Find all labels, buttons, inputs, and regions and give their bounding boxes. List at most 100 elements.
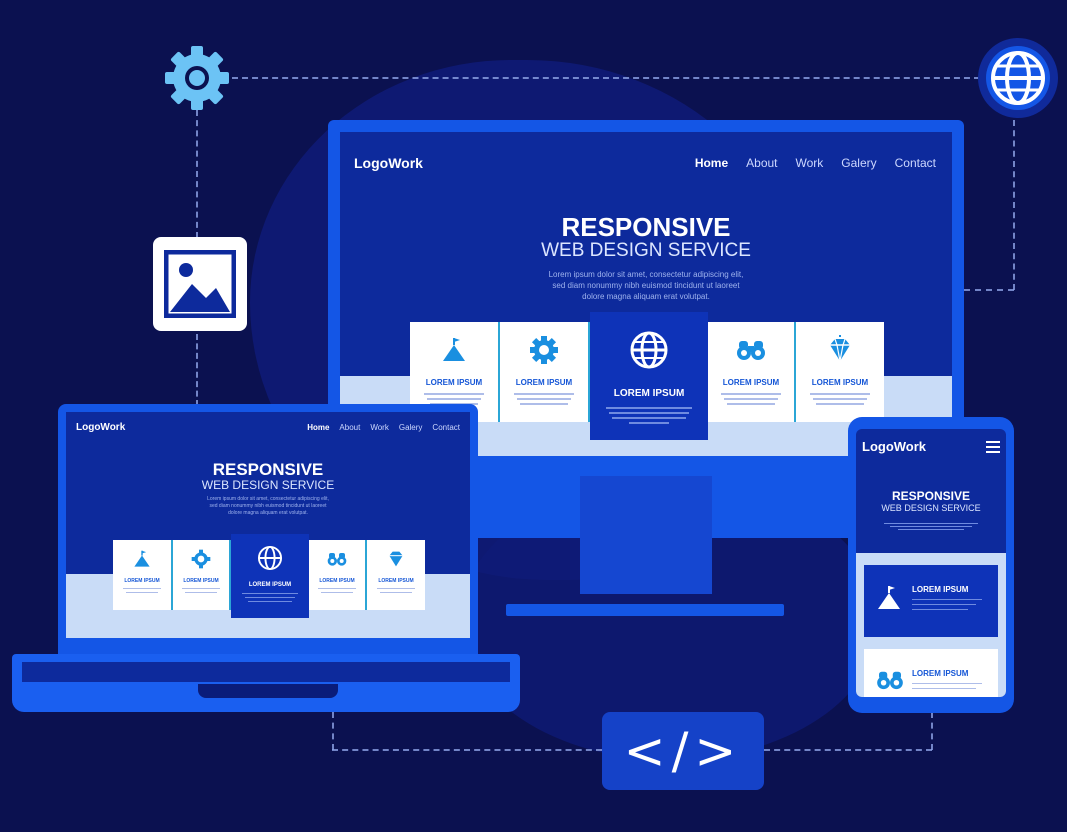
binoculars-icon: [327, 540, 347, 578]
site-logo[interactable]: LogoWork: [76, 422, 126, 433]
text-line: [245, 597, 295, 598]
dashed-connector-right-stub: [964, 289, 1014, 291]
text-line: [514, 393, 574, 395]
hero-description: Lorem ipsum dolor sit amet, consectetur …: [340, 270, 952, 302]
hero-description-line: dolore magna aliquam erat volutpat.: [582, 291, 710, 301]
hero-description-line: Lorem ipsum dolor sit amet, consectetur …: [207, 496, 329, 502]
monitor-stand-neck: [580, 476, 712, 594]
service-card-title: LOREM IPSUM: [378, 578, 414, 584]
monitor-stand-base: [506, 604, 784, 616]
globe-icon: [629, 312, 669, 388]
service-card[interactable]: LOREM IPSUM: [309, 540, 367, 610]
text-line: [318, 588, 356, 589]
service-card[interactable]: LOREM IPSUM: [708, 322, 796, 422]
laptop: LogoWork Home About Work Galery Contact …: [58, 404, 478, 654]
nav-about[interactable]: About: [746, 156, 778, 170]
text-line: [609, 412, 689, 414]
service-card-featured[interactable]: LOREM IPSUM: [590, 312, 708, 440]
service-card-title: LOREM IPSUM: [425, 378, 483, 387]
hero-description-line: sed diam nonummy nibh euismod tincidunt …: [552, 280, 740, 290]
dashed-connector-bottom-right: [764, 749, 932, 751]
service-card-title: LOREM IPSUM: [183, 578, 219, 584]
dashed-connector-bottom: [332, 749, 602, 751]
text-line: [721, 393, 781, 395]
hero-subtitle: WEB DESIGN SERVICE: [541, 240, 751, 261]
dashed-connector-left-upper: [196, 110, 198, 238]
nav-contact[interactable]: Contact: [894, 156, 936, 170]
text-line: [380, 592, 412, 593]
text-line: [321, 592, 353, 593]
nav-work[interactable]: Work: [370, 423, 389, 432]
hero-title: RESPONSIVE: [891, 489, 971, 503]
nav-galery[interactable]: Galery: [841, 156, 877, 170]
hero-subtitle: WEB DESIGN SERVICE: [881, 503, 981, 513]
hamburger-menu-icon[interactable]: [986, 441, 1000, 453]
phone-service-card[interactable]: LOREM IPSUM: [864, 649, 998, 697]
dashed-connector-top: [232, 77, 980, 79]
code-icon: </>: [602, 712, 764, 790]
gear-icon: [191, 540, 211, 578]
laptop-screen: LogoWork Home About Work Galery Contact …: [66, 412, 470, 638]
binoculars-icon: [876, 669, 904, 696]
text-line: [520, 403, 568, 405]
site-logo[interactable]: LogoWork: [354, 155, 423, 171]
text-line: [123, 588, 161, 589]
text-line: [377, 588, 415, 589]
dashed-connector-bottom-right-vertical: [931, 712, 933, 750]
service-card-title: LOREM IPSUM: [319, 578, 355, 584]
text-line: [517, 398, 571, 400]
hero-description: [884, 521, 978, 532]
hero-description-line: Lorem ipsum dolor sit amet, consectetur …: [548, 270, 744, 279]
laptop-nav: Home About Work Galery Contact: [297, 423, 460, 432]
service-cards: LOREM IPSUM LOREM IPSUM LOREM IPSUM LORE…: [113, 534, 425, 618]
service-card[interactable]: LOREM IPSUM: [796, 322, 884, 422]
nav-about[interactable]: About: [339, 423, 361, 432]
service-card-title: LOREM IPSUM: [811, 378, 869, 387]
text-line: [612, 417, 686, 419]
nav-work[interactable]: Work: [795, 156, 824, 170]
service-card-featured[interactable]: LOREM IPSUM: [231, 534, 309, 618]
dashed-connector-right: [1013, 120, 1015, 290]
site-logo[interactable]: LogoWork: [862, 439, 927, 454]
hero-description: Lorem ipsum dolor sit amet, consectetur …: [66, 496, 470, 516]
dashed-connector-bottom-left: [332, 712, 334, 750]
text-line: [182, 588, 220, 589]
nav-home[interactable]: Home: [307, 423, 330, 432]
service-card[interactable]: LOREM IPSUM: [500, 322, 590, 422]
laptop-base: [12, 654, 520, 712]
globe-icon: [978, 38, 1058, 118]
service-card-title: LOREM IPSUM: [722, 378, 780, 387]
mountain-flag-icon: [133, 540, 151, 578]
text-line: [248, 601, 292, 602]
service-cards: LOREM IPSUM LOREM IPSUM LOREM IPSUM: [410, 312, 884, 440]
text-line: [629, 422, 669, 424]
gear-icon: [163, 44, 231, 112]
mountain-flag-icon: [441, 322, 467, 378]
text-line: [606, 407, 692, 409]
service-card[interactable]: LOREM IPSUM: [173, 540, 231, 610]
service-card-title: LOREM IPSUM: [515, 378, 573, 387]
text-line: [810, 393, 870, 395]
desktop-monitor: LogoWork Home About Work Galery Contact …: [328, 120, 964, 476]
diamond-icon: [825, 322, 855, 378]
text-line: [126, 592, 158, 593]
gear-icon: [529, 322, 559, 378]
service-card-title: LOREM IPSUM: [613, 388, 685, 399]
nav-galery[interactable]: Galery: [398, 423, 423, 432]
dashed-connector-left-lower: [196, 334, 198, 406]
text-line: [242, 593, 298, 594]
binoculars-icon: [736, 322, 766, 378]
text-line: [185, 592, 217, 593]
phone-service-card-featured[interactable]: LOREM IPSUM: [864, 565, 998, 637]
code-symbol: </>: [623, 722, 743, 780]
nav-contact[interactable]: Contact: [432, 423, 460, 432]
text-line: [813, 398, 867, 400]
service-card-title: LOREM IPSUM: [124, 578, 160, 584]
service-card[interactable]: LOREM IPSUM: [367, 540, 425, 610]
nav-home[interactable]: Home: [694, 156, 729, 170]
text-line: [816, 403, 864, 405]
diamond-icon: [386, 540, 406, 578]
service-card[interactable]: LOREM IPSUM: [113, 540, 173, 610]
hero-title: RESPONSIVE: [561, 212, 731, 242]
globe-icon: [257, 534, 283, 582]
